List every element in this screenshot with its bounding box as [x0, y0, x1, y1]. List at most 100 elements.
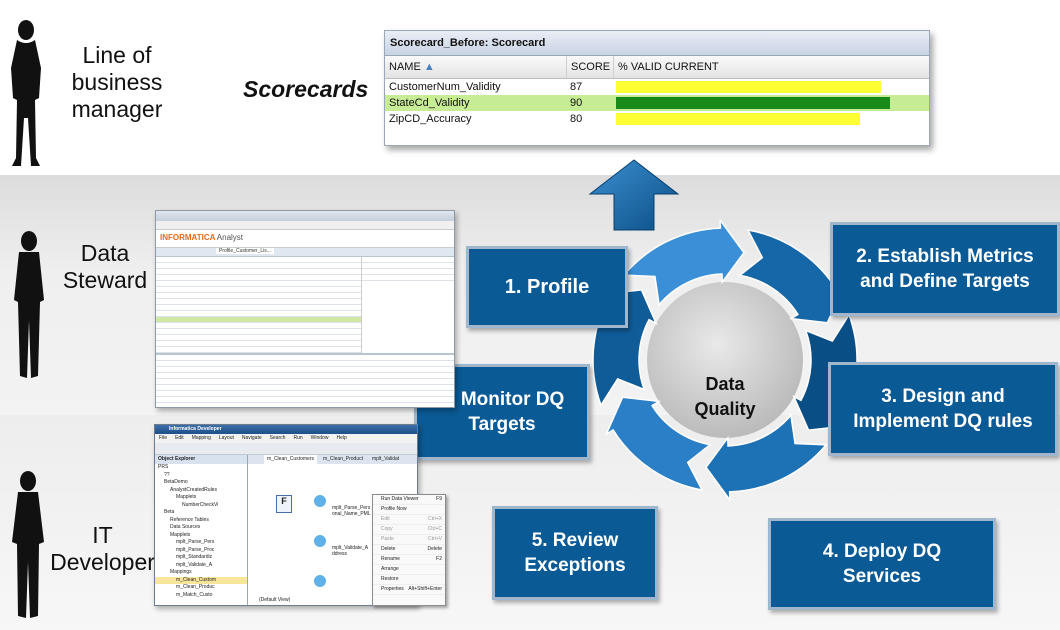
- scorecard-metric-name: ZipCD_Accuracy: [389, 113, 472, 125]
- column-header-valid[interactable]: % VALID CURRENT: [618, 61, 719, 73]
- step-line: 3. Design and: [881, 386, 1005, 407]
- tree-item[interactable]: Mapplets: [170, 531, 191, 538]
- businessman-silhouette-icon: [14, 231, 44, 378]
- context-menu-label: Profile Now: [381, 506, 407, 512]
- menu-item[interactable]: Navigate: [241, 435, 262, 441]
- menu-item[interactable]: Window: [310, 435, 329, 441]
- analyst-tab[interactable]: Profile_Customer_Lis...: [216, 248, 274, 254]
- step-line: Services: [842, 566, 922, 587]
- context-menu-shortcut: Delete: [427, 546, 442, 552]
- tree-item[interactable]: m_Match_Custo: [176, 591, 213, 598]
- scorecard-metric-name: CustomerNum_Validity: [389, 81, 501, 93]
- tree-item[interactable]: mplt_Validate_A: [176, 561, 213, 568]
- scorecards-label: Scorecards: [243, 76, 369, 102]
- context-menu-label: Properties: [381, 586, 404, 592]
- up-arrow-icon: [588, 159, 680, 231]
- grid-row: [362, 269, 454, 275]
- grid-row: [156, 317, 361, 323]
- tree-item[interactable]: mplt_Parse_Proc: [176, 546, 215, 553]
- tree-item[interactable]: Mapplets: [176, 494, 197, 500]
- step-line: Exceptions: [524, 555, 626, 576]
- tree-item[interactable]: mplt_Standardiz: [176, 554, 213, 560]
- role-label-developer: IT Developer: [45, 522, 160, 576]
- step-line: 2. Establish Metrics: [856, 246, 1034, 267]
- context-menu-label: Paste: [381, 536, 394, 542]
- tree-item[interactable]: PRS: [158, 464, 169, 470]
- column-header-name[interactable]: NAME ▲: [385, 56, 567, 78]
- editor-tab[interactable]: mplt_Validat: [372, 456, 400, 462]
- object-explorer-title: Object Explorer: [155, 455, 247, 464]
- developer-titlebar: Informatica Developer: [155, 425, 417, 434]
- grid-row: [156, 355, 454, 361]
- column-header-score[interactable]: SCORE: [567, 56, 614, 78]
- analyst-value-grid: [362, 257, 454, 353]
- tree-item[interactable]: ??: [164, 471, 170, 478]
- tree-item[interactable]: NumberCheckVi: [182, 501, 219, 508]
- role-line: IT: [92, 522, 113, 548]
- tree-item[interactable]: Beta: [164, 509, 175, 515]
- grid-row: [156, 403, 454, 407]
- context-menu-label: Edit: [381, 516, 390, 522]
- step-1-profile[interactable]: 1. Profile: [466, 246, 628, 328]
- tree-item[interactable]: m_Clean_Custom: [155, 576, 247, 584]
- step-line: Implement DQ rules: [853, 411, 1033, 432]
- menu-item[interactable]: Search: [269, 435, 286, 441]
- tree-item[interactable]: BetaDemo: [164, 479, 188, 485]
- menu-item[interactable]: File: [159, 435, 168, 441]
- menu-item[interactable]: Layout: [218, 435, 234, 441]
- context-menu-item[interactable]: Edit Ctrl+X: [373, 515, 445, 525]
- grid-row: [156, 379, 454, 385]
- transformation-node-icon[interactable]: [314, 575, 326, 587]
- tree-item[interactable]: mplt_Parse_Pers: [176, 539, 215, 545]
- menu-item[interactable]: Run: [293, 435, 303, 441]
- menu-item[interactable]: Help: [336, 435, 347, 441]
- scorecard-header: NAME ▲ SCORE % VALID CURRENT: [385, 56, 929, 79]
- tree-item[interactable]: Data Sources: [170, 524, 201, 530]
- menu-item[interactable]: Edit: [175, 435, 184, 441]
- tree-item[interactable]: Reference Tables: [170, 516, 209, 523]
- browser-titlebar: [156, 211, 454, 221]
- scorecard-bar-cell: [612, 111, 929, 127]
- transformation-node-icon[interactable]: [314, 495, 326, 507]
- grid-row: [362, 257, 454, 263]
- grid-row: [156, 305, 361, 311]
- editor-tab[interactable]: m_Clean_Customers: [264, 455, 317, 464]
- context-menu-item[interactable]: Profile Now: [373, 505, 445, 515]
- analyst-tabbar: Profile_Customer_Lis...: [156, 248, 454, 257]
- transformation-node-icon[interactable]: [314, 535, 326, 547]
- context-menu-item[interactable]: Restore: [373, 575, 445, 585]
- grid-row: [156, 263, 361, 269]
- role-line: Line of: [82, 42, 152, 68]
- mapping-node-label: mplt_Validate_A ddress: [332, 545, 368, 557]
- tree-item[interactable]: AnalystCreatedRules: [170, 486, 217, 493]
- editor-tab[interactable]: m_Clean_Product: [322, 456, 363, 462]
- cycle-arrow-segment: [622, 220, 745, 307]
- tree-item[interactable]: Mappings: [170, 569, 192, 575]
- grid-row: [156, 341, 361, 347]
- context-menu-item[interactable]: Arrange: [373, 565, 445, 575]
- menu-item[interactable]: Mapping: [191, 435, 211, 441]
- source-node-icon[interactable]: F: [276, 495, 292, 513]
- context-menu-shortcut: Ctrl+X: [427, 516, 442, 522]
- developer-silhouette-icon: [12, 471, 44, 618]
- valid-percent-bar: [616, 97, 890, 109]
- tree-item[interactable]: m_Clean_Produc: [176, 584, 215, 590]
- scorecard-bar-cell: [612, 79, 929, 95]
- editor-tabs: m_Clean_Customers m_Clean_Product mplt_Val…: [248, 455, 417, 464]
- step-line: 1. Profile: [504, 275, 590, 298]
